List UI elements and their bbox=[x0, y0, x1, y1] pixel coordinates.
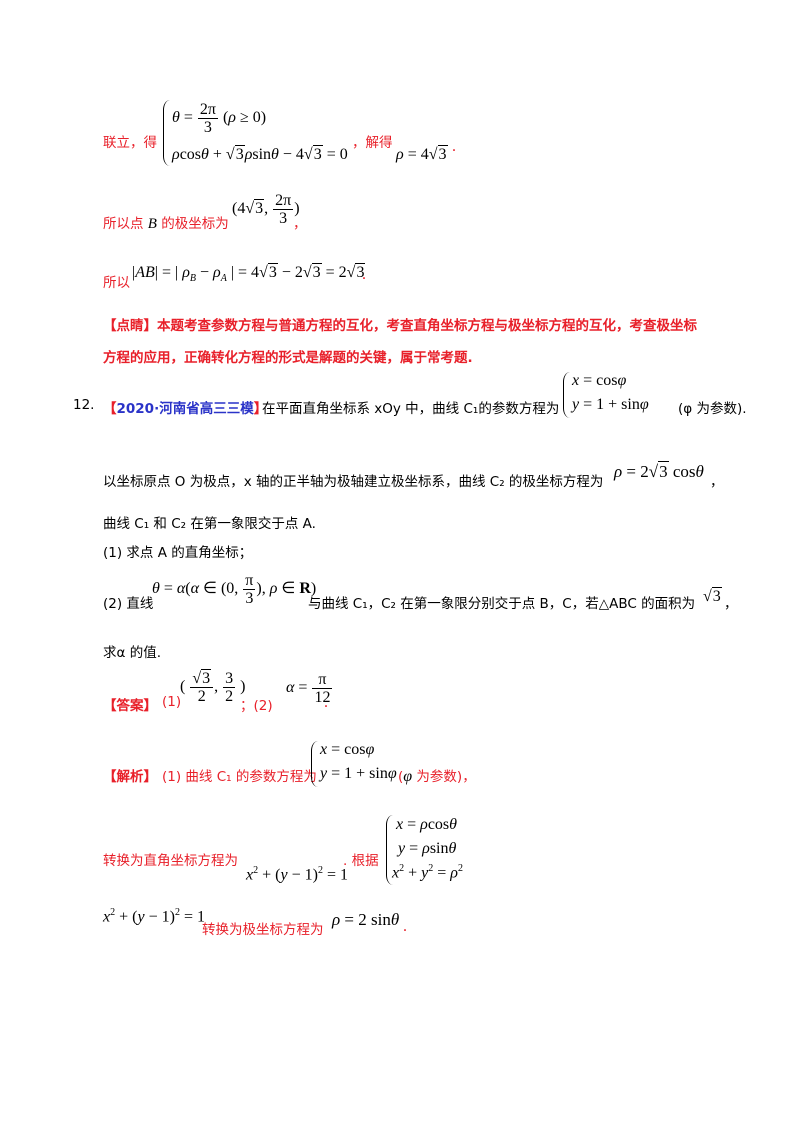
q12-part2-mid: 与曲线 C₁，C₂ 在第一象限分别交于点 B，C，若△ABC 的面积为 bbox=[308, 596, 696, 612]
relation-3: x2 + y2 = ρ2 bbox=[392, 863, 463, 882]
source-label[interactable]: 2020·河南省高三三模 bbox=[116, 401, 254, 417]
area-value: √3 bbox=[703, 587, 722, 605]
analysis-param-x: x = cosφ bbox=[320, 741, 375, 758]
suoyi-text: 所以 bbox=[103, 275, 130, 291]
param-brace bbox=[563, 372, 570, 418]
jiede-text: ，解得 bbox=[352, 135, 393, 151]
lianli-text: 联立，得 bbox=[103, 135, 157, 151]
analysis-tag: 【解析】 bbox=[103, 769, 157, 785]
param-x: x = cosφ bbox=[572, 372, 627, 389]
param-note: (φ 为参数). bbox=[678, 401, 747, 417]
rho-result: ρ = 4√3 bbox=[396, 145, 448, 163]
param-brace-2 bbox=[311, 741, 318, 787]
dianjing-line-2: 方程的应用，正确转化方程的形式是解题的关键，属于常考题. bbox=[103, 350, 473, 366]
period: . bbox=[362, 266, 366, 283]
point-b-text: 所以点 B 的极坐标为 bbox=[103, 216, 229, 232]
line2-end: ， bbox=[710, 474, 724, 490]
param-y: y = 1 + sinφ bbox=[572, 396, 649, 413]
comma: ， bbox=[293, 216, 307, 232]
analysis-text1: (1) 曲线 C₁ 的参数方程为 bbox=[162, 769, 317, 785]
q12-part2-last: 求α 的值. bbox=[103, 645, 161, 661]
dianjing-tag: 【点睛】 bbox=[103, 318, 157, 334]
answer-period: . bbox=[324, 694, 328, 711]
analysis-param-y: y = 1 + sinφ bbox=[320, 765, 397, 782]
answer-sep: ；(2) bbox=[240, 698, 273, 714]
last-cartesian-eq: x2 + (y − 1)2 = 1 bbox=[103, 907, 205, 926]
q12-line2-text: 以坐标原点 O 为极点，x 轴的正半轴为极轴建立极坐标系，曲线 C₂ 的极坐标方… bbox=[103, 474, 604, 490]
relation-2: y = ρsinθ bbox=[398, 840, 457, 857]
last-convert-text: 转换为极坐标方程为 bbox=[202, 922, 324, 938]
cartesian-eq: x2 + (y − 1)2 = 1 bbox=[246, 865, 348, 884]
q12-part2-prefix: (2) 直线 bbox=[103, 596, 154, 612]
last-period: . bbox=[403, 918, 407, 935]
relation-1: x = ρcosθ bbox=[396, 816, 458, 833]
answer-tag: 【答案】 bbox=[103, 698, 157, 714]
polar-eq: ρ = 2 sinθ bbox=[332, 910, 400, 929]
question-source: 【2020·河南省高三三模】 bbox=[103, 401, 268, 417]
system-brace bbox=[163, 100, 170, 166]
q12-line1-text: 在平面直角坐标系 xOy 中，曲线 C₁的参数方程为 bbox=[262, 401, 560, 417]
c2-equation: ρ = 2√3 cosθ bbox=[614, 461, 704, 481]
system-eq-2: ρcosθ + √3ρsinθ − 4√3 = 0 bbox=[172, 145, 348, 163]
q12-part1: (1) 求点 A 的直角坐标； bbox=[103, 545, 253, 561]
analysis-note: (φ 为参数)， bbox=[398, 768, 476, 785]
relation-brace bbox=[386, 815, 393, 885]
period: . bbox=[452, 138, 456, 155]
convert-text: 转换为直角坐标方程为 bbox=[103, 853, 238, 869]
question-number: 12. bbox=[73, 397, 95, 413]
answer-p1: (1) bbox=[162, 694, 182, 710]
ab-expr: |AB| = | ρB − ρA | = 4√3 − 2√3 = 2√3 bbox=[132, 263, 366, 285]
dianjing-line-1: 【点睛】本题考查参数方程与普通方程的互化，考查直角坐标方程与极坐标方程的互化，考… bbox=[103, 318, 697, 334]
q12-line3: 曲线 C₁ 和 C₂ 在第一象限交于点 A. bbox=[103, 516, 316, 532]
part2-end: ， bbox=[724, 596, 738, 612]
genju-text: . 根据 bbox=[343, 853, 379, 869]
